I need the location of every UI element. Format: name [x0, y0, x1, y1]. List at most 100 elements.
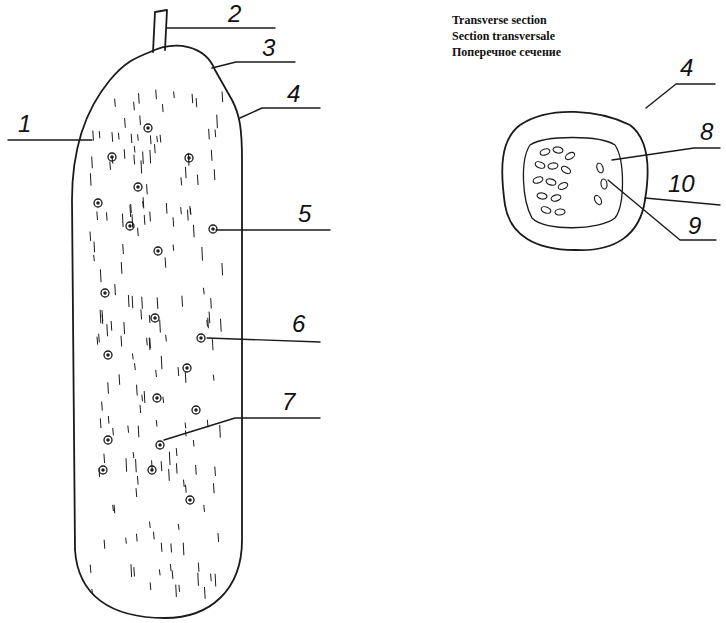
texture-stroke — [161, 543, 163, 551]
leader-line — [612, 148, 720, 160]
texture-stroke — [133, 568, 135, 577]
texture-stroke — [97, 337, 99, 344]
tubercle-dot — [102, 469, 104, 471]
texture-stroke — [176, 464, 178, 473]
callout-number: 8 — [700, 120, 713, 144]
texture-stroke — [130, 565, 132, 577]
tubercle-ring — [104, 351, 112, 359]
tubercle-dot — [154, 317, 156, 319]
texture-stroke — [124, 118, 126, 127]
texture-stroke — [111, 321, 113, 330]
seed — [534, 160, 545, 169]
texture-stroke — [203, 505, 205, 511]
texture-stroke — [170, 544, 172, 552]
texture-stroke — [195, 465, 197, 474]
tubercle-dot — [111, 156, 113, 158]
callout-number: 6 — [292, 312, 305, 336]
seed — [555, 209, 565, 216]
leader-line — [212, 62, 295, 68]
texture-stroke — [181, 296, 183, 306]
texture-stroke — [154, 145, 156, 153]
texture-stroke — [156, 136, 158, 141]
tubercle — [186, 496, 194, 504]
texture-stroke — [134, 364, 136, 370]
texture-stroke — [197, 573, 199, 585]
tubercle-dot — [107, 439, 109, 441]
texture-stroke — [132, 354, 134, 359]
callout-number: 2 — [228, 2, 241, 26]
texture-stroke — [146, 185, 148, 194]
texture-stroke — [196, 98, 198, 106]
texture-stroke — [156, 420, 158, 426]
tubercle-ring — [209, 225, 217, 233]
texture-stroke — [93, 255, 95, 260]
texture-stroke — [128, 295, 130, 306]
tubercle — [108, 153, 116, 161]
texture-stroke — [221, 263, 223, 275]
tubercle-ring — [183, 364, 191, 372]
texture-stroke — [185, 372, 187, 383]
texture-stroke — [149, 338, 151, 350]
texture-stroke — [159, 570, 161, 575]
tubercle-dot — [97, 202, 99, 204]
texture-stroke — [203, 288, 205, 294]
texture-stroke — [133, 452, 135, 457]
tubercle-ring — [156, 441, 164, 449]
texture-stroke — [204, 587, 206, 598]
texture-stroke — [161, 462, 163, 471]
leader-line — [167, 27, 275, 28]
tubercle — [185, 154, 193, 162]
texture-stroke — [131, 134, 133, 142]
tubercle-ring — [94, 199, 102, 207]
texture-stroke — [136, 385, 138, 395]
texture-stroke — [112, 133, 114, 142]
texture-stroke — [91, 589, 93, 594]
tubercle — [144, 124, 152, 132]
texture-stroke — [140, 405, 142, 412]
texture-stroke — [180, 208, 182, 214]
texture-stroke — [213, 484, 215, 493]
texture-stroke — [93, 242, 95, 252]
tubercle — [126, 222, 134, 230]
texture-stroke — [155, 90, 157, 99]
texture-stroke — [157, 298, 159, 309]
texture-stroke — [176, 448, 178, 455]
texture-stroke — [219, 425, 221, 437]
texture-stroke — [201, 247, 203, 260]
texture-stroke — [155, 370, 157, 376]
caption-text: Поперечное сечение — [452, 46, 561, 58]
callout-number: 5 — [298, 202, 311, 226]
texture-stroke — [137, 228, 139, 236]
texture-stroke — [185, 423, 187, 428]
texture-stroke — [129, 205, 131, 216]
tubercle — [192, 406, 200, 414]
texture-stroke — [103, 454, 105, 463]
texture-stroke — [193, 225, 195, 237]
tubercle-dot — [200, 337, 202, 339]
seed — [553, 146, 564, 154]
texture-stroke — [144, 215, 146, 224]
seed — [545, 178, 556, 186]
texture-stroke — [125, 538, 127, 543]
texture-stroke — [100, 419, 102, 428]
texture-stroke — [187, 210, 189, 220]
texture-stroke — [114, 99, 116, 106]
texture-stroke — [213, 375, 215, 380]
texture-stroke — [162, 104, 164, 111]
texture-stroke — [126, 459, 128, 472]
texture-stroke — [102, 311, 104, 324]
seed — [537, 192, 548, 200]
texture-stroke — [159, 320, 161, 332]
texture-stroke — [127, 426, 129, 432]
texture-stroke — [142, 202, 144, 207]
seeds — [532, 146, 608, 215]
texture-stroke — [112, 505, 114, 510]
texture-stroke — [150, 583, 152, 590]
texture-stroke — [114, 284, 116, 294]
texture-stroke — [124, 150, 126, 159]
texture-stroke — [211, 150, 213, 160]
leader-line — [608, 180, 716, 240]
texture-stroke — [173, 218, 175, 226]
texture-stroke — [220, 319, 222, 331]
texture-stroke — [173, 92, 175, 98]
